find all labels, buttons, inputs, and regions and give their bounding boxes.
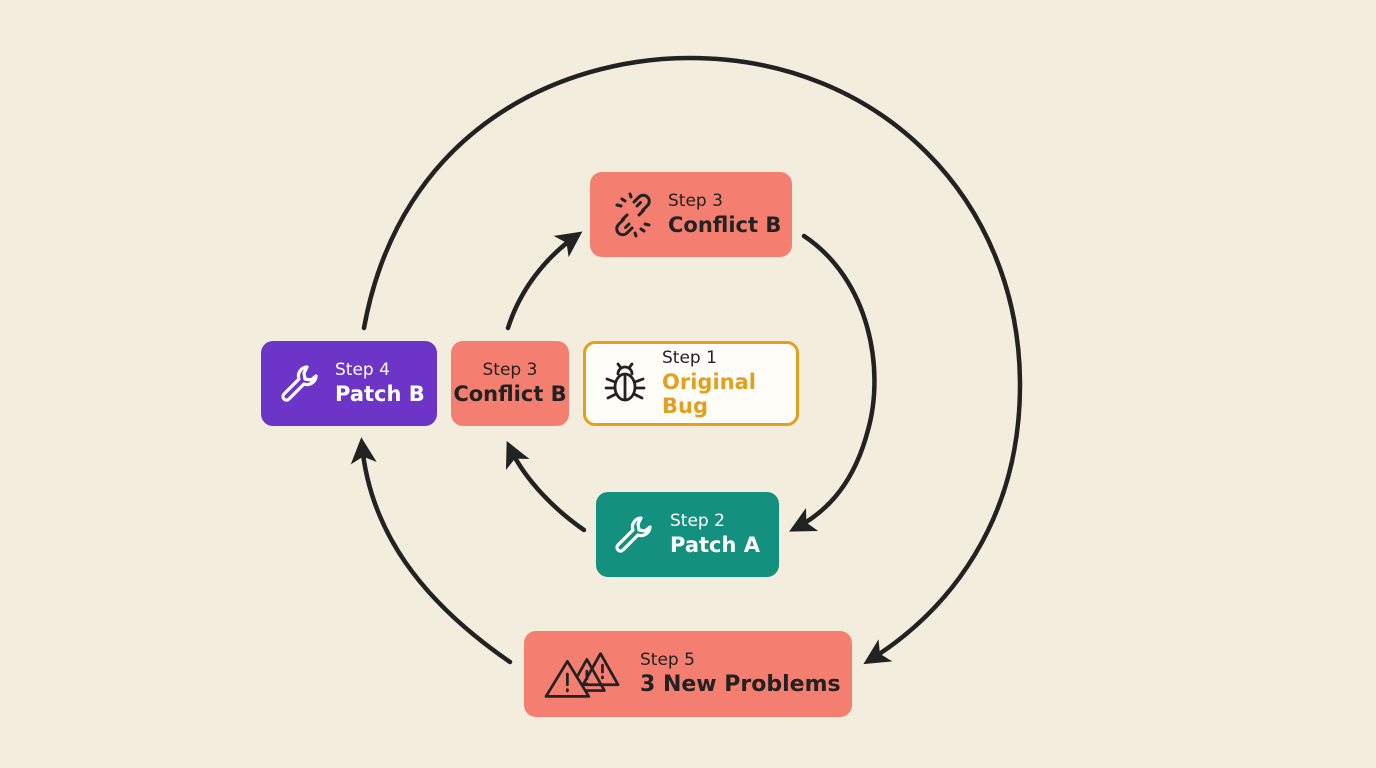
bug-icon (600, 360, 650, 408)
wrench-icon (277, 362, 323, 406)
node-step-label: Step 2 (670, 510, 725, 531)
node-step-label: Step 1 (662, 347, 717, 368)
node-conflict-b-middle: Step 3 Conflict B (451, 341, 569, 426)
node-step-label: Step 3 (482, 359, 538, 380)
node-title: Patch B (335, 382, 425, 407)
arrow-conflict-b-mid-to-top (505, 231, 583, 331)
wrench-icon (610, 513, 658, 557)
node-patch-b: Step 4 Patch B (261, 341, 437, 426)
arrow-patch-a-to-conflict-b (505, 440, 587, 533)
broken-link-icon (608, 192, 658, 238)
arrow-new-problems-to-patch-b (350, 437, 513, 665)
node-original-bug: Step 1 Original Bug (583, 341, 799, 426)
arrow-patch-b-to-new-problems (361, 55, 1023, 665)
node-step-label: Step 5 (640, 649, 695, 670)
arrow-conflict-b-to-patch-a (789, 233, 877, 532)
node-title: Conflict B (668, 213, 782, 238)
node-new-problems: Step 5 3 New Problems (524, 631, 852, 717)
node-title: Patch A (670, 533, 760, 558)
node-step-label: Step 3 (668, 190, 723, 211)
node-patch-a: Step 2 Patch A (596, 492, 779, 577)
node-title: Original Bug (662, 370, 756, 419)
warning-triangles-icon (544, 649, 620, 699)
node-title: 3 New Problems (640, 672, 841, 698)
node-conflict-b-top: Step 3 Conflict B (590, 172, 792, 257)
node-title: Conflict B (453, 382, 567, 407)
node-step-label: Step 4 (335, 359, 390, 380)
